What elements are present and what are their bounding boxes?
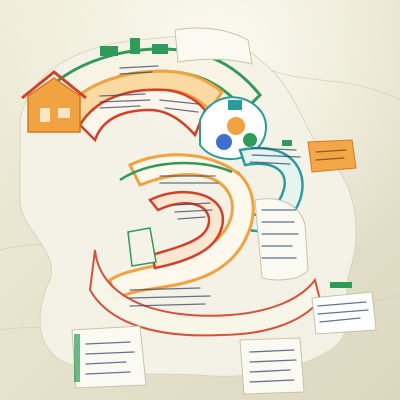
header-panel xyxy=(174,27,253,65)
accent-green-2 xyxy=(282,140,292,146)
right-panel xyxy=(254,198,309,281)
central-hub xyxy=(199,96,267,186)
bottom-center-card xyxy=(239,337,305,395)
tab-green-3 xyxy=(152,44,168,54)
bottom-left-card xyxy=(71,325,147,389)
tab-green-1 xyxy=(100,46,118,56)
spiral-arc-green xyxy=(119,161,233,182)
white-note xyxy=(311,291,377,335)
accent-green xyxy=(330,282,352,288)
illegible-text-lines xyxy=(85,65,369,383)
house-icon xyxy=(21,70,87,133)
left-tab xyxy=(127,227,157,267)
orange-note xyxy=(307,139,357,173)
tab-green-2 xyxy=(130,38,140,54)
